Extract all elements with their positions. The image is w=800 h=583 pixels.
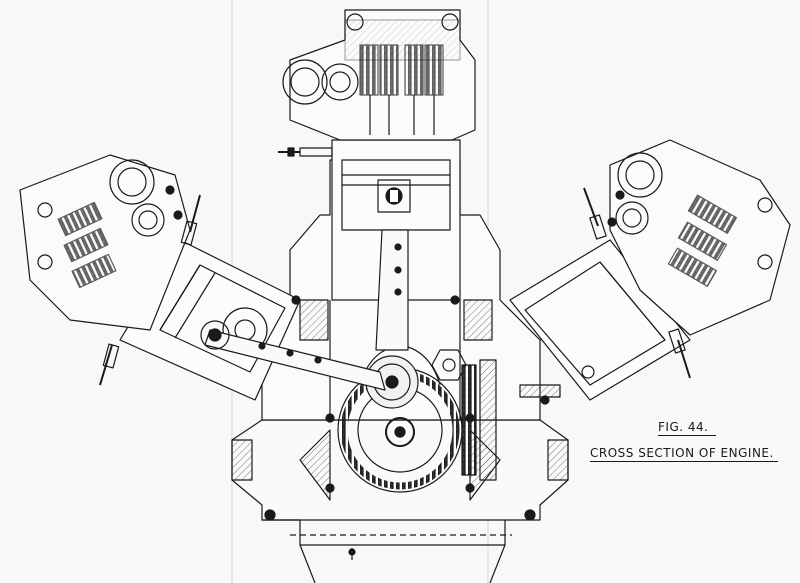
right-spark-plug-lower <box>668 328 691 379</box>
crankshaft-assembly <box>337 344 497 493</box>
top-cylinder <box>278 9 476 351</box>
block-bolts <box>291 295 475 423</box>
left-cylinder <box>19 154 386 401</box>
crankcase <box>231 419 569 583</box>
right-spark-plug-upper <box>583 187 607 240</box>
right-cylinder <box>509 139 791 405</box>
left-valve-springs <box>57 201 117 289</box>
figure-caption: CROSS SECTION OF ENGINE. <box>590 446 778 462</box>
top-spark-plug <box>278 147 333 157</box>
figure-caption-block: FIG. 44. CROSS SECTION OF ENGINE. <box>590 420 778 462</box>
left-spark-plug-lower <box>99 343 120 386</box>
left-spark-plug-upper <box>180 194 201 246</box>
top-valve-springs <box>359 44 444 135</box>
figure-label: FIG. 44. <box>658 420 716 436</box>
right-valve-springs <box>667 194 738 287</box>
